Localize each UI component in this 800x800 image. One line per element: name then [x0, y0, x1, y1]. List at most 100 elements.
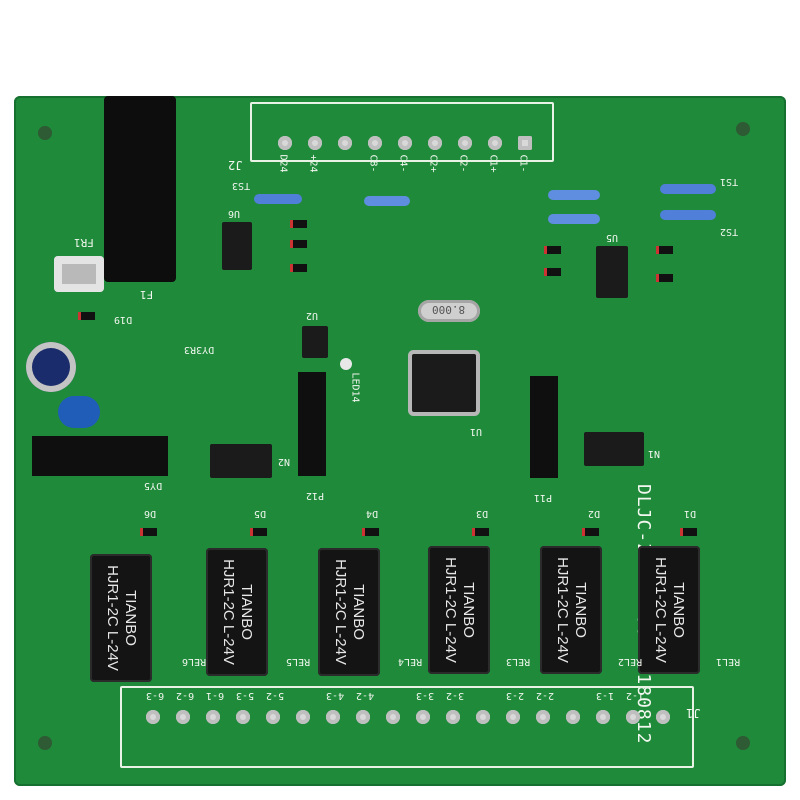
fr1-label: FR1	[74, 236, 94, 249]
bottom-connector-pin	[146, 710, 160, 724]
bottom-connector-pin	[386, 710, 400, 724]
top-connector-pin	[518, 136, 532, 150]
diode-label-d1: D1	[684, 508, 697, 519]
bottom-connector-pin	[596, 710, 610, 724]
bottom-connector-pin	[176, 710, 190, 724]
top-pin-label: C8-	[367, 154, 379, 173]
bottom-connector-pin	[566, 710, 580, 724]
bottom-connector-pin	[356, 710, 370, 724]
diode-d4	[362, 528, 379, 536]
polyfuse	[54, 256, 104, 292]
ic-n2	[210, 444, 272, 478]
resistor-ts1	[660, 184, 716, 194]
diode-d3	[472, 528, 489, 536]
diode-label-d4: D4	[366, 508, 379, 519]
led14	[340, 358, 352, 370]
diode	[290, 264, 307, 272]
bottom-connector-pin	[266, 710, 280, 724]
top-pin-label: C1-	[517, 154, 529, 173]
bottom-pin-label: 1-2	[626, 690, 645, 701]
top-connector-pin	[338, 136, 352, 150]
bottom-pin-label: 2-3	[506, 690, 525, 701]
diode-d5	[250, 528, 267, 536]
diode-d6	[140, 528, 157, 536]
ts3-label: TS3	[232, 180, 251, 191]
bottom-connector-pin	[506, 710, 520, 724]
bottom-connector-pin	[296, 710, 310, 724]
bottom-pin-label: 4-2	[356, 690, 375, 701]
bottom-connector-pin	[656, 710, 670, 724]
mounting-hole	[38, 126, 52, 140]
n2-label: N2	[278, 456, 291, 467]
bottom-pin-label: 6-2	[176, 690, 195, 701]
diode-label-d5: D5	[254, 508, 267, 519]
p11-label: P11	[534, 492, 553, 503]
mcu-u1	[412, 354, 476, 412]
top-pin-label: C2+	[427, 154, 439, 173]
top-pin-label: +24	[307, 154, 319, 173]
diode-d2	[582, 528, 599, 536]
fuse-label: F1	[140, 288, 154, 301]
pin-header-p12	[298, 372, 326, 476]
ic-u2	[302, 326, 328, 358]
relay-label-rel4: REL4	[398, 656, 423, 667]
bottom-connector-pin	[416, 710, 430, 724]
bottom-pin-label: 6-1	[206, 690, 225, 701]
resistor	[548, 214, 600, 224]
ts1-label: TS1	[720, 176, 739, 187]
top-pin-label: C2-	[457, 154, 469, 173]
diode	[544, 246, 561, 254]
mounting-hole	[736, 736, 750, 750]
u6-label: U6	[228, 208, 241, 219]
diode	[656, 274, 673, 282]
diode-label-d3: D3	[476, 508, 489, 519]
resistor	[548, 190, 600, 200]
relay-label-rel5: REL5	[286, 656, 311, 667]
bottom-connector-pin	[206, 710, 220, 724]
mounting-hole	[736, 122, 750, 136]
ts2-label: TS2	[720, 226, 739, 237]
bottom-pin-label: 5-3	[236, 690, 255, 701]
bottom-connector-frame	[120, 686, 694, 768]
bottom-pin-label: 1-3	[596, 690, 615, 701]
bottom-pin-label: 5-2	[266, 690, 285, 701]
relay-label-rel2: REL2	[618, 656, 643, 667]
relay-label-rel1: REL1	[716, 656, 741, 667]
connector-j1-label: J1	[686, 706, 701, 720]
bottom-pin-label: 3-2	[446, 690, 465, 701]
diode	[656, 246, 673, 254]
dy5-label: DY5	[144, 480, 163, 491]
resistor-ts3	[254, 194, 302, 204]
resistor-ts2	[660, 210, 716, 220]
pin-header-p11	[530, 376, 558, 478]
dy3r3-label: DY3R3	[184, 344, 215, 355]
bottom-connector-pin	[236, 710, 250, 724]
crystal-label: 8.000	[432, 303, 466, 316]
ic-n1	[584, 432, 644, 466]
bottom-connector-pin	[536, 710, 550, 724]
fuse-holder	[104, 96, 176, 282]
top-connector-pin	[398, 136, 412, 150]
mounting-hole	[38, 736, 52, 750]
top-connector-pin	[458, 136, 472, 150]
top-pin-label: C4-	[397, 154, 409, 173]
led14-label: LED14	[349, 372, 361, 403]
top-connector-pin	[368, 136, 382, 150]
diode-label-d6: D6	[144, 508, 157, 519]
bridge-rectifier	[32, 436, 168, 476]
ic-u6	[222, 222, 252, 270]
diode-d1	[680, 528, 697, 536]
ic-u5	[596, 246, 628, 298]
diode	[544, 268, 561, 276]
u5-label: U5	[606, 232, 619, 243]
